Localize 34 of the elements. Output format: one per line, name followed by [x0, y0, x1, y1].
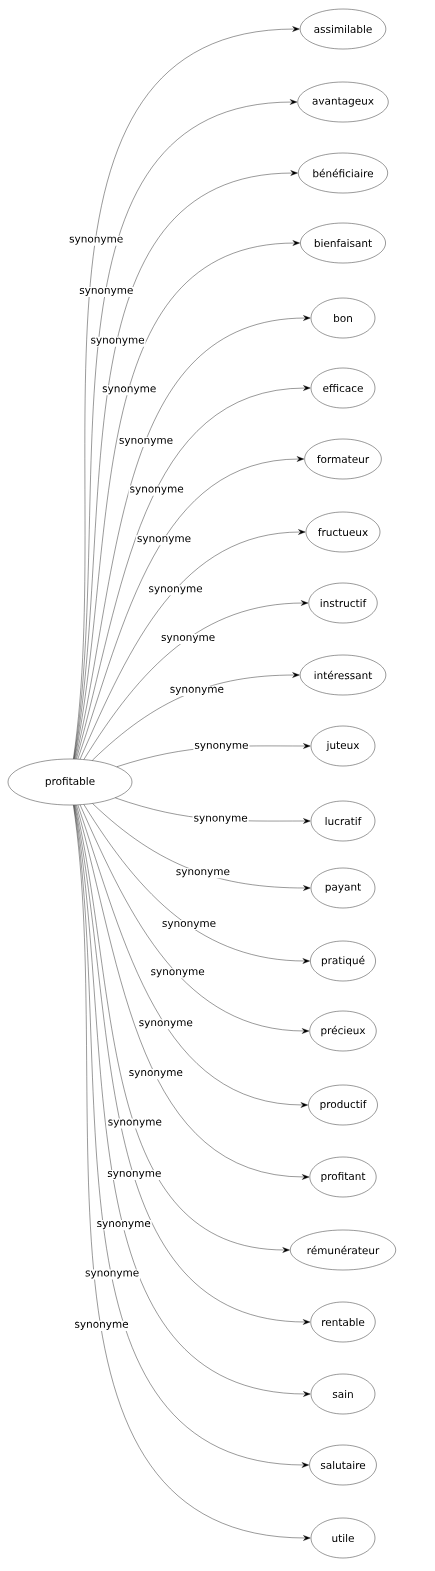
- edge-label: synonyme: [160, 634, 217, 645]
- edge-label: synonyme: [168, 685, 225, 696]
- arrow: [75, 804, 290, 1253]
- edge-label: synonyme: [193, 741, 250, 752]
- edge-label: synonyme: [95, 1220, 152, 1231]
- edge-label: synonyme: [135, 535, 193, 546]
- edge-label: synonyme: [89, 336, 146, 347]
- edge-label: synonyme: [149, 968, 206, 979]
- edge-label: synonyme: [160, 920, 218, 931]
- edge-label: synonyme: [192, 814, 249, 825]
- edge-label: synonyme: [137, 1019, 194, 1030]
- arrow: [83, 600, 309, 760]
- edge-label: synonyme: [106, 1118, 163, 1129]
- arrow: [92, 672, 300, 761]
- arrow: [77, 804, 308, 1108]
- edge-label: synonyme: [101, 385, 158, 396]
- edge-label: synonyme: [68, 235, 125, 246]
- edge-label: synonyme: [174, 868, 231, 879]
- edge-label: synonyme: [78, 286, 135, 297]
- arrow: [76, 804, 310, 1180]
- arrow: [75, 315, 311, 760]
- edge-label: synonyme: [128, 485, 185, 496]
- edge-label: synonyme: [106, 1170, 163, 1180]
- edge-label: synonyme: [127, 1069, 184, 1080]
- arrow: [77, 456, 305, 760]
- edge-label: synonyme: [73, 1320, 130, 1331]
- arrow: [83, 804, 310, 964]
- edge-label: synonyme: [84, 1269, 141, 1280]
- arrow: [92, 803, 311, 891]
- arrow: [76, 385, 311, 760]
- edge-label: synonyme: [117, 436, 175, 447]
- arrow: [79, 804, 310, 1034]
- arrow: [79, 529, 306, 760]
- edge-label: synonyme: [147, 585, 204, 596]
